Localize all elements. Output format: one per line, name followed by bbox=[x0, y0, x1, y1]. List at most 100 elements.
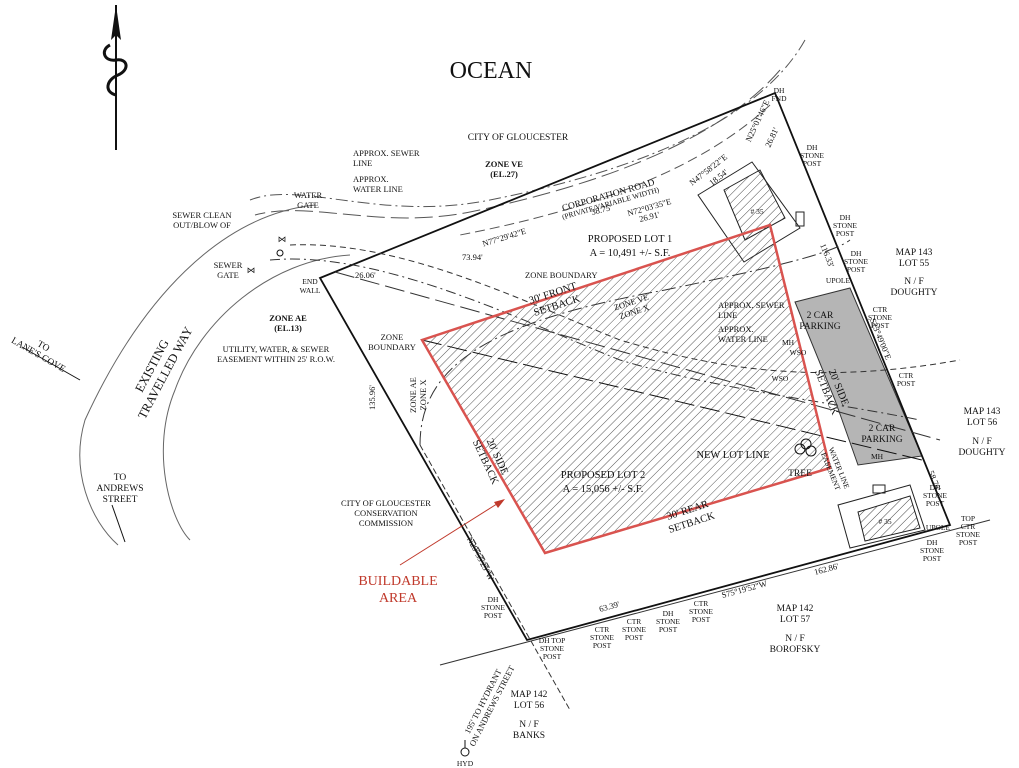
svg-text:⋈: ⋈ bbox=[247, 265, 256, 275]
zone-ae-label: ZONE AE bbox=[269, 313, 307, 323]
svg-text:POST: POST bbox=[484, 611, 503, 620]
upole-1: UPOLE bbox=[826, 276, 851, 285]
ctr-stone-post-d: CTR STONE POST bbox=[590, 625, 614, 650]
parking-1-line1: 2 CAR bbox=[807, 311, 834, 321]
svg-text:STONE: STONE bbox=[481, 603, 505, 612]
utility-lines bbox=[269, 244, 961, 441]
svg-text:DH: DH bbox=[807, 143, 818, 152]
dh-top-stone-post: DH TOP STONE POST bbox=[539, 636, 566, 661]
lot1-title: PROPOSED LOT 1 bbox=[588, 234, 672, 245]
svg-text:CTR: CTR bbox=[595, 625, 610, 634]
svg-text:LOT 56: LOT 56 bbox=[514, 701, 544, 711]
hyd-label: HYD bbox=[457, 759, 474, 768]
ocean-label: OCEAN bbox=[450, 58, 533, 84]
top-ctr-stone-post: TOP CTR STONE POST bbox=[956, 514, 980, 547]
dh-fnd-1: DH bbox=[774, 86, 785, 95]
svg-text:CTR: CTR bbox=[694, 599, 709, 608]
zone-ve-label: ZONE VE bbox=[485, 159, 523, 169]
zone-ve-elev: (EL.27) bbox=[490, 169, 518, 179]
abutter-map142-lot57: MAP 142 LOT 57 N / F BOROFSKY bbox=[770, 604, 821, 655]
svg-text:POST: POST bbox=[926, 499, 945, 508]
svg-text:STONE: STONE bbox=[923, 491, 947, 500]
parking-area bbox=[794, 287, 923, 466]
dist-63: 63.39' bbox=[598, 599, 621, 614]
svg-text:POST: POST bbox=[659, 625, 678, 634]
water-gate-2: GATE bbox=[297, 200, 319, 210]
dist-38: 38.75' bbox=[590, 202, 613, 217]
svg-text:POST: POST bbox=[923, 554, 942, 563]
abutter-map142-lot56: MAP 142 LOT 56 N / F BANKS bbox=[511, 690, 548, 741]
svg-text:POST: POST bbox=[836, 229, 855, 238]
svg-text:STONE: STONE bbox=[956, 530, 980, 539]
house-number-1: # 35 bbox=[750, 207, 763, 216]
svg-text:DOUGHTY: DOUGHTY bbox=[959, 448, 1006, 458]
sewer-clean-1: SEWER CLEAN bbox=[172, 210, 231, 220]
svg-text:N / F: N / F bbox=[519, 720, 539, 730]
sewer-line-mid-1: APPROX. SEWER bbox=[718, 300, 785, 310]
post-marker-b: DH STONE POST bbox=[833, 213, 857, 238]
conservation-2: CONSERVATION bbox=[354, 508, 417, 518]
sewer-line-1: APPROX. SEWER bbox=[353, 148, 420, 158]
svg-text:STONE: STONE bbox=[656, 617, 680, 626]
svg-text:CTR: CTR bbox=[961, 522, 976, 531]
lanes-cove-arrow-icon bbox=[21, 346, 81, 381]
svg-text:STONE: STONE bbox=[920, 546, 944, 555]
sewer-gate-2: GATE bbox=[217, 270, 239, 280]
svg-text:STONE: STONE bbox=[833, 221, 857, 230]
svg-text:LOT 55: LOT 55 bbox=[899, 259, 929, 269]
dist-26-81: 26.81' bbox=[763, 125, 781, 148]
property-boundary bbox=[318, 91, 952, 642]
city-label: CITY OF GLOUCESTER bbox=[468, 133, 569, 143]
ctr-stone-post-c: CTR STONE POST bbox=[622, 617, 646, 642]
svg-text:POST: POST bbox=[593, 641, 612, 650]
svg-text:DOUGHTY: DOUGHTY bbox=[891, 288, 938, 298]
water-line-2: WATER LINE bbox=[353, 184, 403, 194]
svg-text:POST: POST bbox=[692, 615, 711, 624]
bearing-n77: N77°29'42"E bbox=[481, 226, 527, 249]
svg-text:STONE: STONE bbox=[800, 151, 824, 160]
post-marker-f: DH STONE POST bbox=[656, 609, 680, 634]
svg-text:DH: DH bbox=[663, 609, 674, 618]
zone-ae-x-2: ZONE X bbox=[418, 380, 428, 411]
easement-2: EASEMENT WITHIN 25' R.O.W. bbox=[217, 354, 335, 364]
svg-text:POST: POST bbox=[897, 379, 916, 388]
water-line-mid-2: WATER LINE bbox=[718, 334, 768, 344]
svg-text:STONE: STONE bbox=[590, 633, 614, 642]
easement-1: UTILITY, WATER, & SEWER bbox=[223, 344, 330, 354]
svg-text:POST: POST bbox=[543, 652, 562, 661]
svg-text:MAP 142: MAP 142 bbox=[777, 604, 814, 614]
row-line bbox=[419, 444, 571, 711]
svg-text:N / F: N / F bbox=[785, 634, 805, 644]
sewer-line-2: LINE bbox=[353, 158, 372, 168]
zone-ae-elev: (EL.13) bbox=[274, 323, 302, 333]
svg-text:DH TOP: DH TOP bbox=[539, 636, 566, 645]
ctr-stone-post-a: CTR STONE POST bbox=[868, 305, 892, 330]
dist-162: 162.86' bbox=[813, 561, 840, 577]
svg-text:CTR: CTR bbox=[627, 617, 642, 626]
svg-text:LOT 57: LOT 57 bbox=[780, 615, 810, 625]
new-lot-line-label: NEW LOT LINE bbox=[696, 450, 769, 461]
dist-26-06: 26.06' bbox=[355, 270, 376, 280]
water-line-mid-1: APPROX. bbox=[718, 324, 754, 334]
mh-label: MH bbox=[782, 338, 795, 347]
mh-label-2: MH bbox=[871, 452, 884, 461]
wso-label-2: WSO bbox=[772, 374, 789, 383]
svg-text:STONE: STONE bbox=[540, 644, 564, 653]
water-line-1: APPROX. bbox=[353, 174, 389, 184]
ctr-post: CTR POST bbox=[897, 371, 916, 388]
dist-73: 73.94' bbox=[462, 252, 483, 262]
dist-116: 116.33' bbox=[818, 242, 837, 269]
svg-text:DH: DH bbox=[930, 483, 941, 492]
buildable-area-outline bbox=[420, 223, 832, 555]
svg-text:MAP 142: MAP 142 bbox=[511, 690, 548, 700]
end-wall-2: WALL bbox=[300, 286, 321, 295]
tree-icon bbox=[794, 438, 817, 457]
post-marker-c: DH STONE POST bbox=[844, 249, 868, 274]
sewer-clean-2: OUT/BLOW OF bbox=[173, 220, 231, 230]
svg-text:⋈: ⋈ bbox=[278, 234, 287, 244]
parking-1-line2: PARKING bbox=[799, 322, 840, 332]
svg-text:BOROFSKY: BOROFSKY bbox=[770, 645, 821, 655]
to-andrews-2: ANDREWS bbox=[97, 484, 144, 494]
svg-text:POST: POST bbox=[959, 538, 978, 547]
